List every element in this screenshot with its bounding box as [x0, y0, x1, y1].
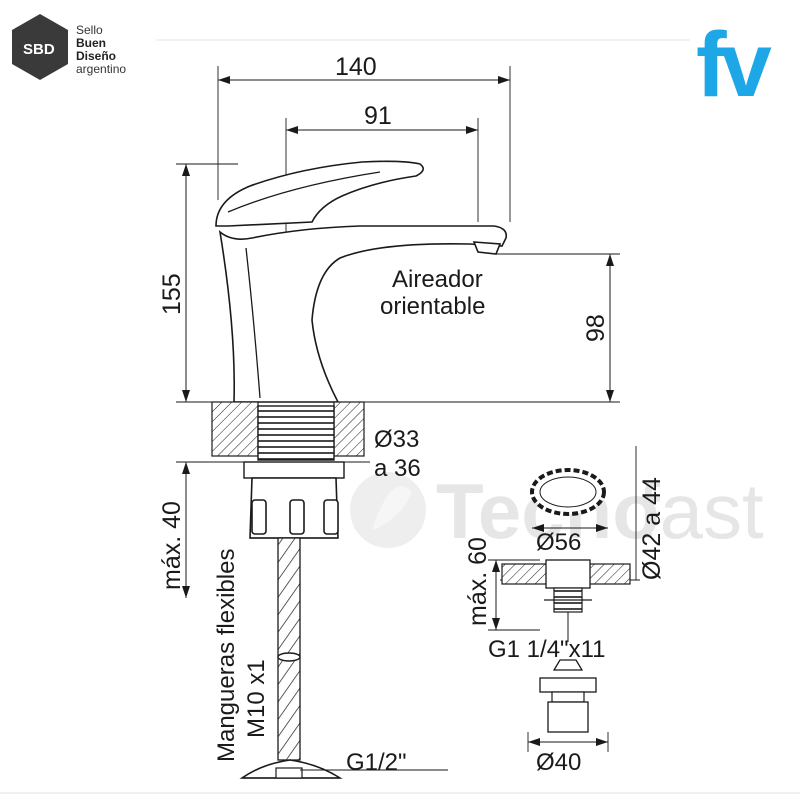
faucet-body: Aireador orientable: [215, 160, 508, 403]
max-40-label: máx. 40: [158, 501, 186, 590]
drain-cap-label: Ø56: [536, 529, 581, 556]
hole-diameter-a: Ø33: [374, 426, 419, 453]
dim-spout-height: 98: [496, 253, 620, 402]
dim-91-label: 91: [364, 102, 392, 130]
sbd-line1: Sello: [76, 23, 103, 37]
hole-diameter-b: a 36: [374, 455, 421, 482]
fv-logo: fv: [696, 14, 778, 116]
sbd-line3: Diseño: [76, 49, 116, 63]
aerator-nozzle: [472, 241, 502, 255]
drain-range-label: Ø42 a 44: [638, 477, 666, 580]
sbd-line2: Buen: [76, 36, 106, 50]
dim-max-thickness: máx. 40: [158, 462, 190, 598]
hoses-label: Mangueras flexibles: [213, 549, 240, 762]
drain-valve: Ø56 Ø42 a 44 máx. 60 G1 1/4"x11 Ø40: [464, 446, 666, 776]
sbd-logo: SBD Sello Buen Diseño argentino: [12, 14, 690, 80]
aerator-label-2: orientable: [380, 293, 485, 320]
lock-nut: [243, 461, 345, 539]
hexagon-badge-icon: [12, 14, 68, 80]
drain-max-label: máx. 60: [464, 537, 492, 626]
dim-98-label: 98: [582, 314, 610, 342]
hose-connection-label: G1/2": [346, 749, 407, 776]
drain-thread-label: G1 1/4"x11: [488, 636, 605, 663]
watermark-part2: fast: [638, 467, 764, 555]
dim-height-total: 155: [158, 163, 238, 402]
dim-140-label: 140: [335, 53, 377, 81]
dim-155-label: 155: [158, 273, 186, 315]
hoses-thread-label: M10 x1: [243, 659, 270, 738]
flexible-hose: Mangueras flexibles M10 x1 G1/2": [213, 537, 448, 779]
drain-base-label: Ø40: [536, 749, 581, 776]
sbd-line4: argentino: [76, 62, 126, 76]
dim-width-total: 140: [217, 53, 511, 222]
aerator-label-1: Aireador: [392, 266, 483, 293]
fv-brand-mark: fv: [696, 14, 772, 116]
sbd-badge-text: SBD: [23, 41, 55, 58]
countertop-section: [176, 401, 370, 463]
